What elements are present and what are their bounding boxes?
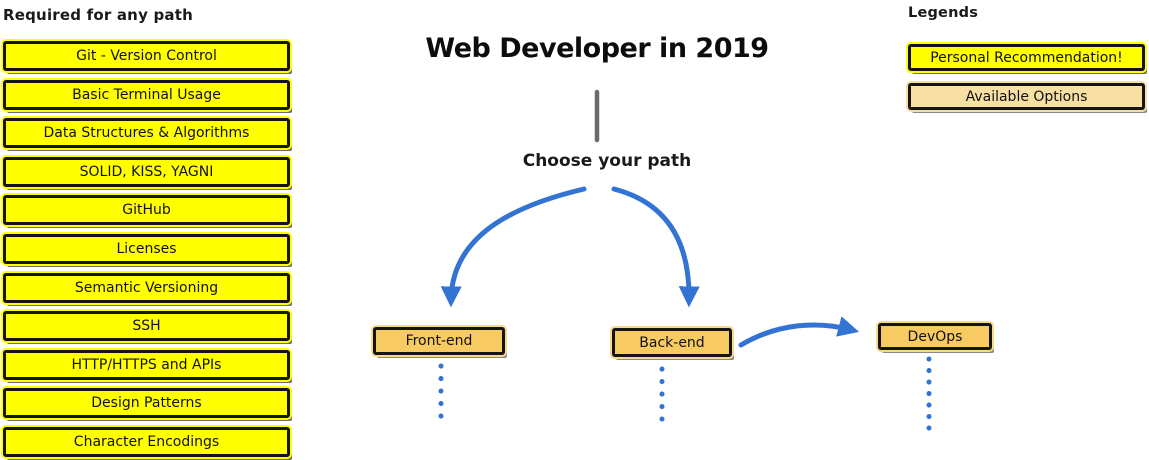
node-backend: Back-end	[612, 328, 732, 357]
required-item-solid: SOLID, KISS, YAGNI	[3, 157, 290, 187]
legend-available-options: Available Options	[908, 83, 1145, 110]
required-section-heading: Required for any path	[3, 6, 193, 24]
required-item-data-structures: Data Structures & Algorithms	[3, 118, 290, 148]
arrow-choose-to-backend	[611, 186, 700, 308]
arrow-backend-to-devops	[738, 316, 860, 348]
required-item-design-patterns: Design Patterns	[3, 388, 290, 418]
arrow-choose-to-frontend	[440, 186, 587, 308]
legends-heading: Legends	[908, 5, 979, 21]
required-item-semver: Semantic Versioning	[3, 273, 290, 303]
required-item-terminal: Basic Terminal Usage	[3, 80, 290, 110]
legend-personal-recommendation: Personal Recommendation!	[908, 44, 1145, 71]
choose-your-path-label: Choose your path	[522, 151, 692, 171]
required-item-encodings: Character Encodings	[3, 427, 290, 457]
required-item-git: Git - Version Control	[3, 41, 290, 71]
required-item-http: HTTP/HTTPS and APIs	[3, 350, 290, 380]
node-devops: DevOps	[878, 323, 992, 350]
required-item-ssh: SSH	[3, 311, 290, 341]
page-title: Web Developer in 2019	[425, 33, 769, 64]
node-frontend: Front-end	[373, 327, 505, 355]
required-item-licenses: Licenses	[3, 234, 290, 264]
required-item-github: GitHub	[3, 195, 290, 225]
